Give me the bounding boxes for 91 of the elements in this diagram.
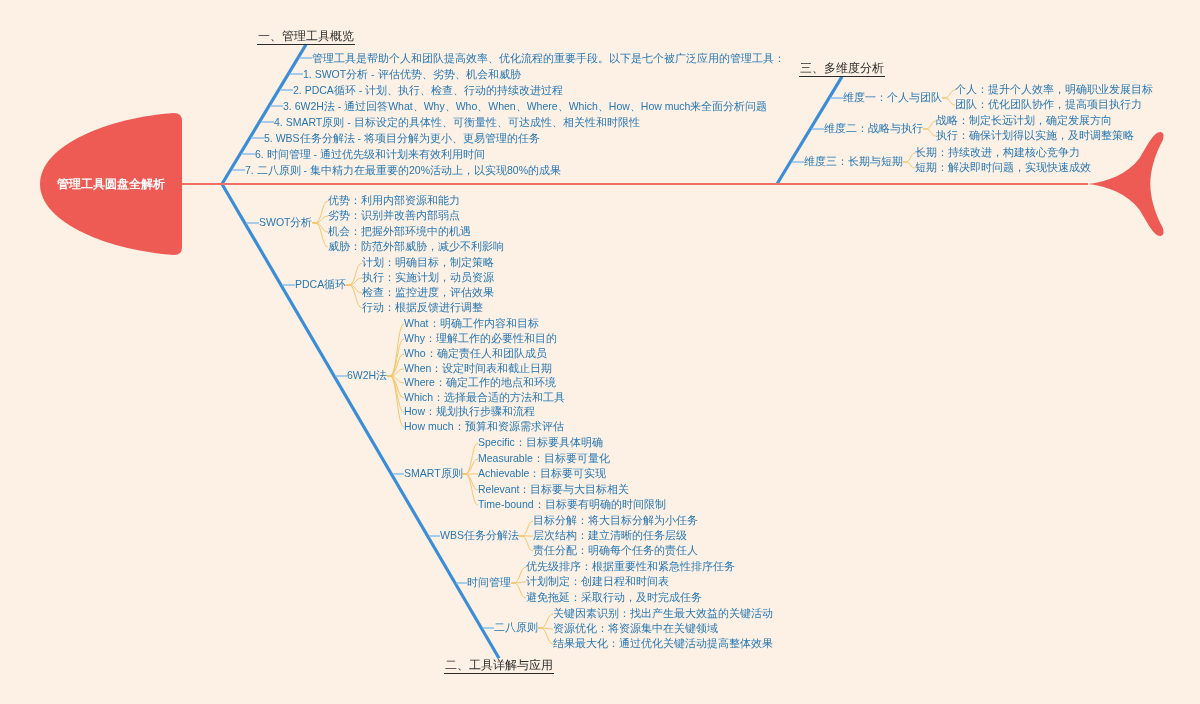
detail-text: 层次结构：建立清晰的任务层级 <box>533 529 687 543</box>
detail-text: How：规划执行步骤和流程 <box>404 405 535 419</box>
detail-text: 结果最大化：通过优化关键活动提高整体效果 <box>553 637 773 651</box>
detail-text: Measurable：目标要可量化 <box>478 452 610 466</box>
detail-text: 长期：持续改进，构建核心竞争力 <box>915 146 1080 160</box>
topic-label: 维度一：个人与团队 <box>843 91 942 105</box>
branch-line <box>279 89 294 91</box>
topic-label: PDCA循环 <box>295 278 347 292</box>
topic-label: SWOT分析 <box>259 216 313 230</box>
connector-curve <box>902 161 916 169</box>
spine-line <box>181 183 1089 185</box>
branch-line <box>481 627 495 629</box>
item-text: 5. WBS任务分解法 - 将项目分解为更小、更易管理的任务 <box>264 131 540 145</box>
section-heading: 三、多维度分析 <box>799 61 885 77</box>
bone-line <box>775 75 844 185</box>
detail-text: How much：预算和资源需求评估 <box>404 420 564 434</box>
connector-curve <box>941 97 956 106</box>
detail-text: 优势：利用内部资源和能力 <box>328 194 460 208</box>
branch-line <box>269 105 284 107</box>
branch-line <box>281 284 296 286</box>
connector-curve <box>462 473 479 506</box>
item-text: 7. 二八原则 - 集中精力在最重要的20%活动上，以实现80%的成果 <box>245 163 562 177</box>
detail-text: 行动：根据反馈进行调整 <box>362 301 483 315</box>
detail-text: Relevant：目标要与大目标相关 <box>478 483 630 497</box>
detail-text: 威胁：防范外部威胁，减少不利影响 <box>328 240 504 254</box>
topic-label: 维度三：长期与短期 <box>804 155 903 169</box>
detail-text: Achievable：目标要可实现 <box>478 467 607 481</box>
item-text: 4. SMART原则 - 目标设定的具体性、可衡量性、可达成性、相关性和时限性 <box>274 115 640 129</box>
detail-text: 检查：监控进度，评估效果 <box>362 286 494 300</box>
branch-line <box>240 153 256 155</box>
detail-text: When：设定时间表和截止日期 <box>404 362 553 376</box>
head-title: 管理工具圆盘全解析 <box>57 176 165 192</box>
item-text: 管理工具是帮助个人和团队提高效率、优化流程的重要手段。以下是七个被广泛应用的管理工具： <box>312 51 785 65</box>
detail-text: 团队：优化团队协作，提高项目执行力 <box>955 98 1142 112</box>
detail-text: 关键因素识别：找出产生最大效益的关键活动 <box>553 607 773 621</box>
detail-text: Time-bound：目标要有明确的时间限制 <box>478 498 666 512</box>
connector-curve <box>345 284 363 309</box>
section-heading: 二、工具详解与应用 <box>444 658 554 674</box>
topic-label: 二八原则 <box>494 621 538 635</box>
detail-text: Why：理解工作的必要性和目的 <box>404 332 557 346</box>
detail-text: 战略：制定长远计划，确定发展方向 <box>936 114 1112 128</box>
branch-line <box>260 121 275 123</box>
item-text: 2. PDCA循环 - 计划、执行、检查、行动的持续改进过程 <box>293 83 564 97</box>
detail-text: Where：确定工作的地点和环境 <box>404 376 556 390</box>
bone-line <box>220 183 501 660</box>
item-text: 3. 6W2H法 - 通过回答What、Why、Who、When、Where、Which、How、How much来全面分析问题 <box>283 99 768 113</box>
detail-text: Which：选择最合适的方法和工具 <box>404 391 566 405</box>
fish-head <box>40 113 182 255</box>
detail-text: Who：确定责任人和团队成员 <box>404 347 547 361</box>
branch-line <box>245 222 260 224</box>
topic-label: WBS任务分解法 <box>440 529 519 543</box>
topic-label: 维度二：战略与执行 <box>824 122 923 136</box>
branch-line <box>288 73 304 75</box>
connector-curve <box>537 627 554 645</box>
branch-line <box>428 535 441 537</box>
branch-line <box>231 169 246 171</box>
branch-line <box>829 97 844 99</box>
branch-line <box>392 473 405 475</box>
detail-text: 责任分配：明确每个任务的责任人 <box>533 544 698 558</box>
connector-curve <box>510 582 527 599</box>
detail-text: What：明确工作内容和目标 <box>404 317 539 331</box>
detail-text: 机会：把握外部环境中的机遇 <box>328 225 471 239</box>
detail-text: 执行：实施计划，动员资源 <box>362 271 494 285</box>
branch-line <box>298 57 313 59</box>
topic-label: SMART原则 <box>404 467 463 481</box>
detail-text: 计划：明确目标，制定策略 <box>362 256 494 270</box>
connector-curve <box>518 535 534 552</box>
detail-text: 目标分解：将大目标分解为小任务 <box>533 514 698 528</box>
branch-line <box>790 161 805 163</box>
topic-label: 6W2H法 <box>347 369 388 383</box>
detail-text: 避免拖延：采取行动，及时完成任务 <box>526 591 702 605</box>
branch-line <box>250 137 265 139</box>
branch-line <box>455 582 468 584</box>
detail-text: 资源优化：将资源集中在关键领域 <box>553 622 718 636</box>
connector-curve <box>312 222 329 248</box>
connector-curve <box>922 128 937 137</box>
detail-text: 执行：确保计划得以实施，及时调整策略 <box>936 129 1134 143</box>
detail-text: 短期：解决即时问题，实现快速成效 <box>915 161 1091 175</box>
detail-text: 优先级排序：根据重要性和紧急性排序任务 <box>526 560 735 574</box>
item-text: 1. SWOT分析 - 评估优势、劣势、机会和威胁 <box>303 67 521 81</box>
detail-text: 劣势：识别并改善内部弱点 <box>328 209 460 223</box>
branch-line <box>810 128 825 130</box>
detail-text: 个人：提升个人效率，明确职业发展目标 <box>955 83 1153 97</box>
detail-text: 计划制定：创建日程和时间表 <box>526 575 669 589</box>
detail-text: Specific：目标要具体明确 <box>478 436 603 450</box>
item-text: 6. 时间管理 - 通过优先级和计划来有效利用时间 <box>255 147 485 161</box>
section-heading: 一、管理工具概览 <box>257 29 355 45</box>
bone-line <box>220 43 308 185</box>
connector-curve <box>386 375 405 428</box>
branch-line <box>334 375 348 377</box>
topic-label: 时间管理 <box>467 576 511 590</box>
